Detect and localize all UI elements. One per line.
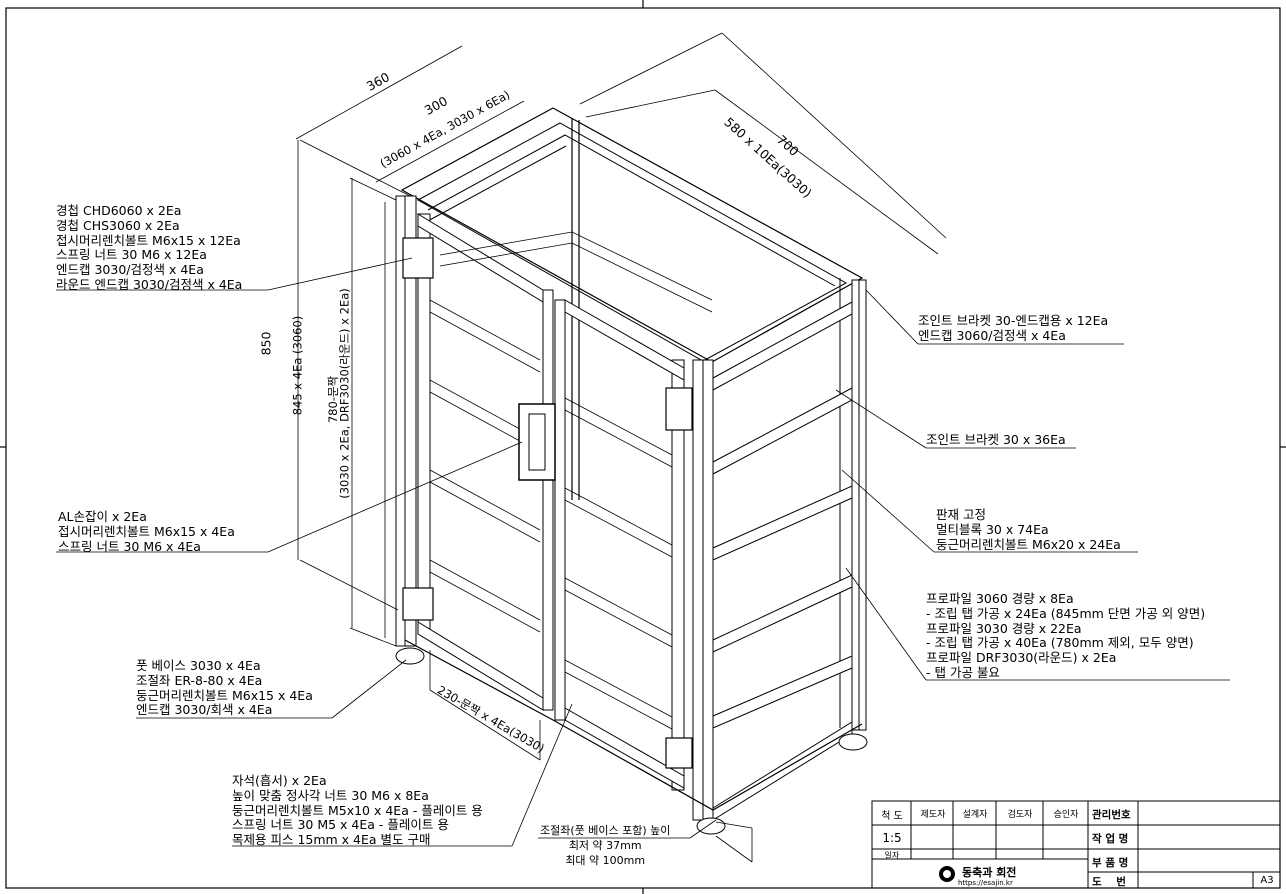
callout-magnet: 자석(흡서) x 2Ea 높이 맞춤 정사각 너트 30 M6 x 8Ea 둥근… [232, 773, 483, 848]
tb-scale: 1:5 [882, 831, 902, 845]
tb-part-name: 부 품 명 [1092, 857, 1129, 869]
callout-profile: 프로파일 3060 경량 x 8Ea - 조립 탭 가공 x 24Ea (845… [926, 591, 1206, 681]
callout-foot: 풋 베이스 3030 x 4Ea 조절좌 ER-8-80 x 4Ea 둥근머리렌… [136, 658, 313, 718]
callout-joint: 조인트 브라켓 30 x 36Ea [926, 432, 1066, 448]
callout-line: 라운드 엔드캡 3030/검정색 x 4Ea [56, 276, 243, 292]
callout-line: 높이 맞춤 정사각 너트 30 M6 x 8Ea [232, 787, 429, 803]
title-block-grid [871, 800, 1281, 889]
callout-line: 최저 약 37mm [568, 838, 642, 852]
callout-line: 경첩 CHS3060 x 2Ea [56, 217, 180, 233]
callout-line: - 탭 가공 불요 [926, 664, 1000, 680]
callout-line: 조인트 브라켓 30-엔드캡용 x 12Ea [918, 313, 1109, 328]
callout-line: 자석(흡서) x 2Ea [232, 773, 327, 788]
callout-line: - 조립 탭 가공 x 40Ea (780mm 제외, 모두 양면) [926, 635, 1194, 651]
callout-joint-endcap: 조인트 브라켓 30-엔드캡용 x 12Ea 엔드캡 3060/검정색 x 4E… [918, 313, 1109, 344]
callout-line: 둥근머리렌치볼트 M6x20 x 24Ea [936, 536, 1121, 552]
callout-line: 목제용 피스 15mm x 4Ea 별도 구매 [232, 832, 431, 848]
callout-line: 엔드캡 3060/검정색 x 4Ea [918, 327, 1066, 343]
tb-drawing-no: 도 번 [1092, 876, 1126, 888]
callout-line: 엔드캡 3030/회색 x 4Ea [136, 702, 273, 718]
callout-hinge: 경첩 CHD6060 x 2Ea 경첩 CHS3060 x 2Ea 접시머리렌치… [56, 203, 243, 293]
tb-date-label: 일자 [884, 851, 900, 860]
callout-line: 접시머리렌치볼트 M6x15 x 12Ea [56, 232, 241, 248]
callout-line: 스프링 너트 30 M5 x 4Ea - 플레이트 용 [232, 817, 449, 833]
dim-845: 845 x 4Ea (3060) [290, 315, 305, 416]
cabinet-frame [395, 107, 868, 835]
tb-scale-label: 척 도 [881, 811, 903, 822]
dimension-lines [295, 32, 947, 863]
brand-logo [939, 866, 955, 882]
callout-line: 멀티블록 30 x 74Ea [936, 521, 1049, 537]
callout-line: 프로파일 DRF3030(라운드) x 2Ea [926, 650, 1117, 666]
callout-line: 프로파일 3060 경량 x 8Ea [926, 591, 1074, 606]
callout-panel: 판재 고정 멀티블록 30 x 74Ea 둥근머리렌치볼트 M6x20 x 24… [936, 507, 1121, 552]
leader-lines [56, 257, 1230, 847]
tb-work-name: 작 업 명 [1092, 833, 1129, 845]
callout-line: - 조립 탭 가공 x 24Ea (845mm 단면 가공 외 양면) [926, 605, 1206, 621]
dim-780-sub: (3030 x 2Ea, DRF3030(라운드) x 2Ea) [337, 288, 352, 499]
callout-line: 최대 약 100mm [565, 853, 646, 867]
callout-line: 조인트 브라켓 30 x 36Ea [926, 432, 1066, 447]
callout-line: 조절좌 ER-8-80 x 4Ea [136, 672, 263, 688]
tb-url: https://esajin.kr [958, 879, 1013, 887]
callout-line: 엔드캡 3030/검정색 x 4Ea [56, 262, 204, 278]
callout-line: 프로파일 3030 경량 x 22Ea [926, 620, 1082, 636]
callout-line: AL손잡이 x 2Ea [58, 509, 147, 524]
callout-line: 경첩 CHD6060 x 2Ea [56, 203, 182, 218]
tb-sheet: A3 [1260, 875, 1274, 886]
tb-drafter: 제도자 [920, 810, 946, 820]
callout-line: 둥근머리렌치볼트 M5x10 x 4Ea - 플레이트 용 [232, 802, 483, 818]
tb-brand: 동축과 회전 [962, 866, 1017, 879]
callout-leveler: 조절좌(풋 베이스 포함) 높이 최저 약 37mm 최대 약 100mm [540, 824, 670, 868]
callout-line: 풋 베이스 3030 x 4Ea [136, 658, 261, 673]
callout-handle: AL손잡이 x 2Ea 접시머리렌치볼트 M6x15 x 4Ea 스프링 너트 … [58, 509, 235, 554]
callout-line: 조절좌(풋 베이스 포함) 높이 [540, 824, 671, 837]
tb-mgmt-no: 관리번호 [1092, 809, 1131, 821]
callout-line: 스프링 너트 30 M6 x 4Ea [58, 538, 201, 554]
tb-approver: 승인자 [1053, 810, 1079, 820]
tb-designer: 설계자 [962, 810, 988, 820]
tb-checker: 검도자 [1007, 810, 1033, 820]
callout-line: 스프링 너트 30 M6 x 12Ea [56, 247, 207, 263]
dim-850: 850 [258, 331, 274, 356]
callout-line: 판재 고정 [936, 507, 986, 522]
callout-line: 접시머리렌치볼트 M6x15 x 4Ea [58, 523, 235, 539]
callout-line: 둥근머리렌치볼트 M6x15 x 4Ea [136, 687, 313, 703]
